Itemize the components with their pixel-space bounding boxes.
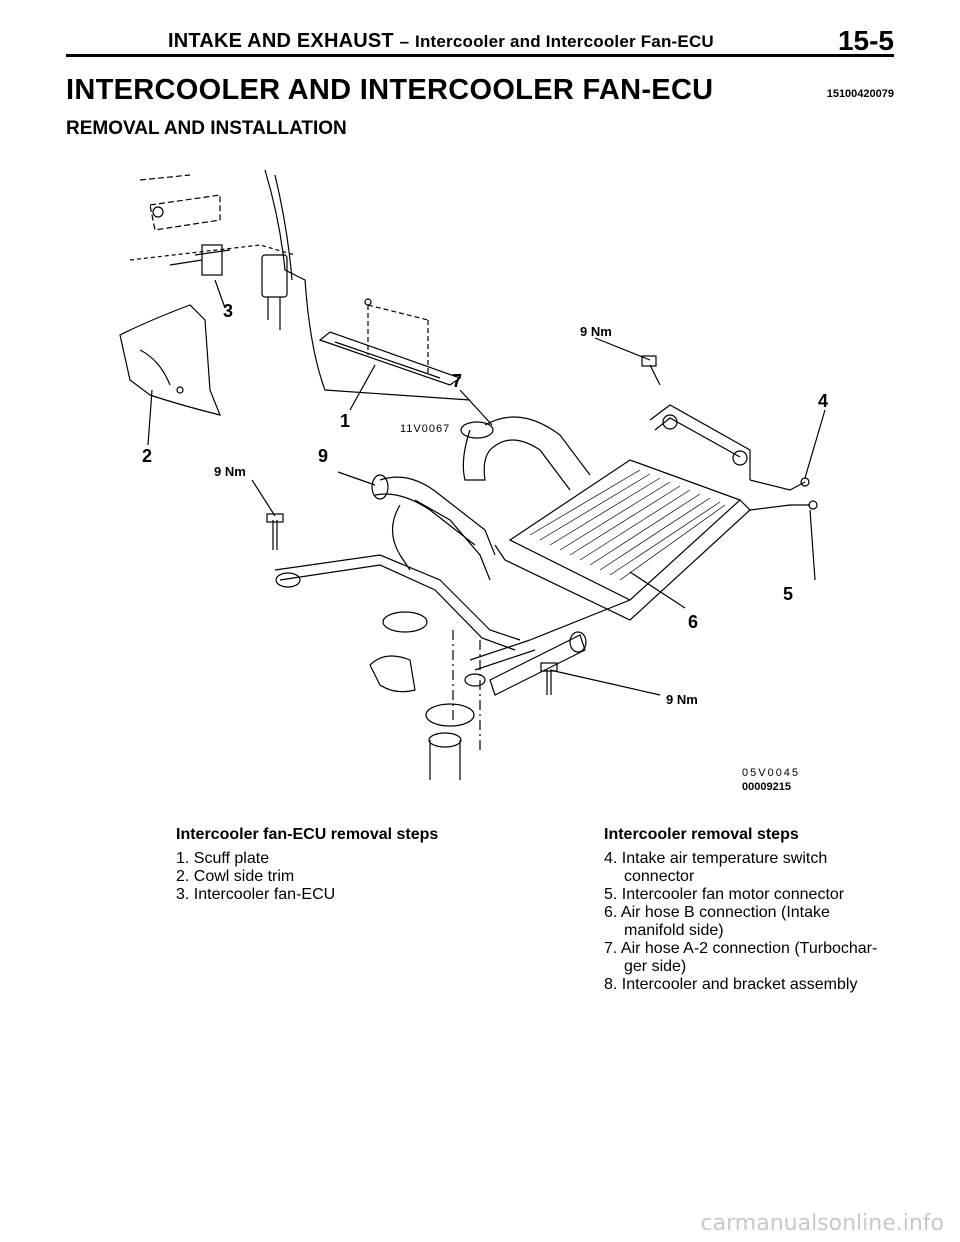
intercooler-step-6-cont: manifold side) <box>624 922 724 939</box>
dash: – <box>399 32 410 51</box>
intercooler-step-7-cont: ger side) <box>624 958 687 975</box>
ref-code-top: 11V0067 <box>400 423 450 435</box>
section-subtitle: REMOVAL AND INSTALLATION <box>66 118 347 139</box>
reference-codes: 11V0067 05V0045 00009215 <box>400 423 800 793</box>
callout-7: 9 <box>318 446 328 466</box>
callout-6: 7 <box>452 371 462 391</box>
intercooler-step-6: 6. Air hose B connection (Intake <box>604 904 830 921</box>
callouts: 3 2 1 7 9 4 5 6 9 Nm 9 Nm 9 Nm <box>142 301 828 707</box>
header-rule <box>66 54 894 57</box>
doc-code: 15100420079 <box>826 88 894 100</box>
callout-4: 4 <box>818 391 828 411</box>
fan-ecu-steps-heading: Intercooler fan-ECU removal steps <box>176 826 439 843</box>
torque-label-bottom: 9 Nm <box>666 692 698 707</box>
exploded-diagram: 3 2 1 7 9 4 5 6 9 Nm 9 Nm 9 Nm 11V0067 0… <box>119 169 828 793</box>
page-title: INTERCOOLER AND INTERCOOLER FAN-ECU <box>66 74 714 106</box>
line-art <box>119 169 826 780</box>
callout-2: 2 <box>142 446 152 466</box>
ref-code-1: 05V0045 <box>742 767 800 779</box>
callout-1: 1 <box>340 411 350 431</box>
torque-label-left: 9 Nm <box>214 464 246 479</box>
torque-label-top: 9 Nm <box>580 324 612 339</box>
fan-ecu-steps: Intercooler fan-ECU removal steps 1. Scu… <box>176 826 438 904</box>
fan-ecu-step-3: 3. Intercooler fan-ECU <box>176 886 336 903</box>
callout-5: 5 <box>783 584 793 604</box>
fan-ecu-step-1: 1. Scuff plate <box>176 850 270 867</box>
callout-3: 3 <box>223 301 233 321</box>
intercooler-step-5: 5. Intercooler fan motor connector <box>604 886 845 903</box>
running-head: INTAKE AND EXHAUST – Intercooler and Int… <box>168 30 714 53</box>
intercooler-steps: Intercooler removal steps 4. Intake air … <box>604 826 877 994</box>
intercooler-step-8: 8. Intercooler and bracket assembly <box>604 976 858 993</box>
intercooler-step-4: 4. Intake air temperature switch <box>604 850 828 867</box>
callout-9: 6 <box>688 612 698 632</box>
intercooler-step-4-cont: connector <box>624 868 695 885</box>
page-number: 15-5 <box>837 25 894 56</box>
fan-ecu-step-2: 2. Cowl side trim <box>176 868 295 885</box>
footer-watermark[interactable]: carmanualsonline.info <box>700 1211 944 1236</box>
ref-code-2: 00009215 <box>742 781 791 793</box>
intercooler-steps-heading: Intercooler removal steps <box>604 826 799 843</box>
intercooler-step-7: 7. Air hose A-2 connection (Turbochar- <box>604 940 878 957</box>
section-title: INTAKE AND EXHAUST <box>168 30 394 52</box>
subsection-title: Intercooler and Intercooler Fan-ECU <box>415 32 714 51</box>
